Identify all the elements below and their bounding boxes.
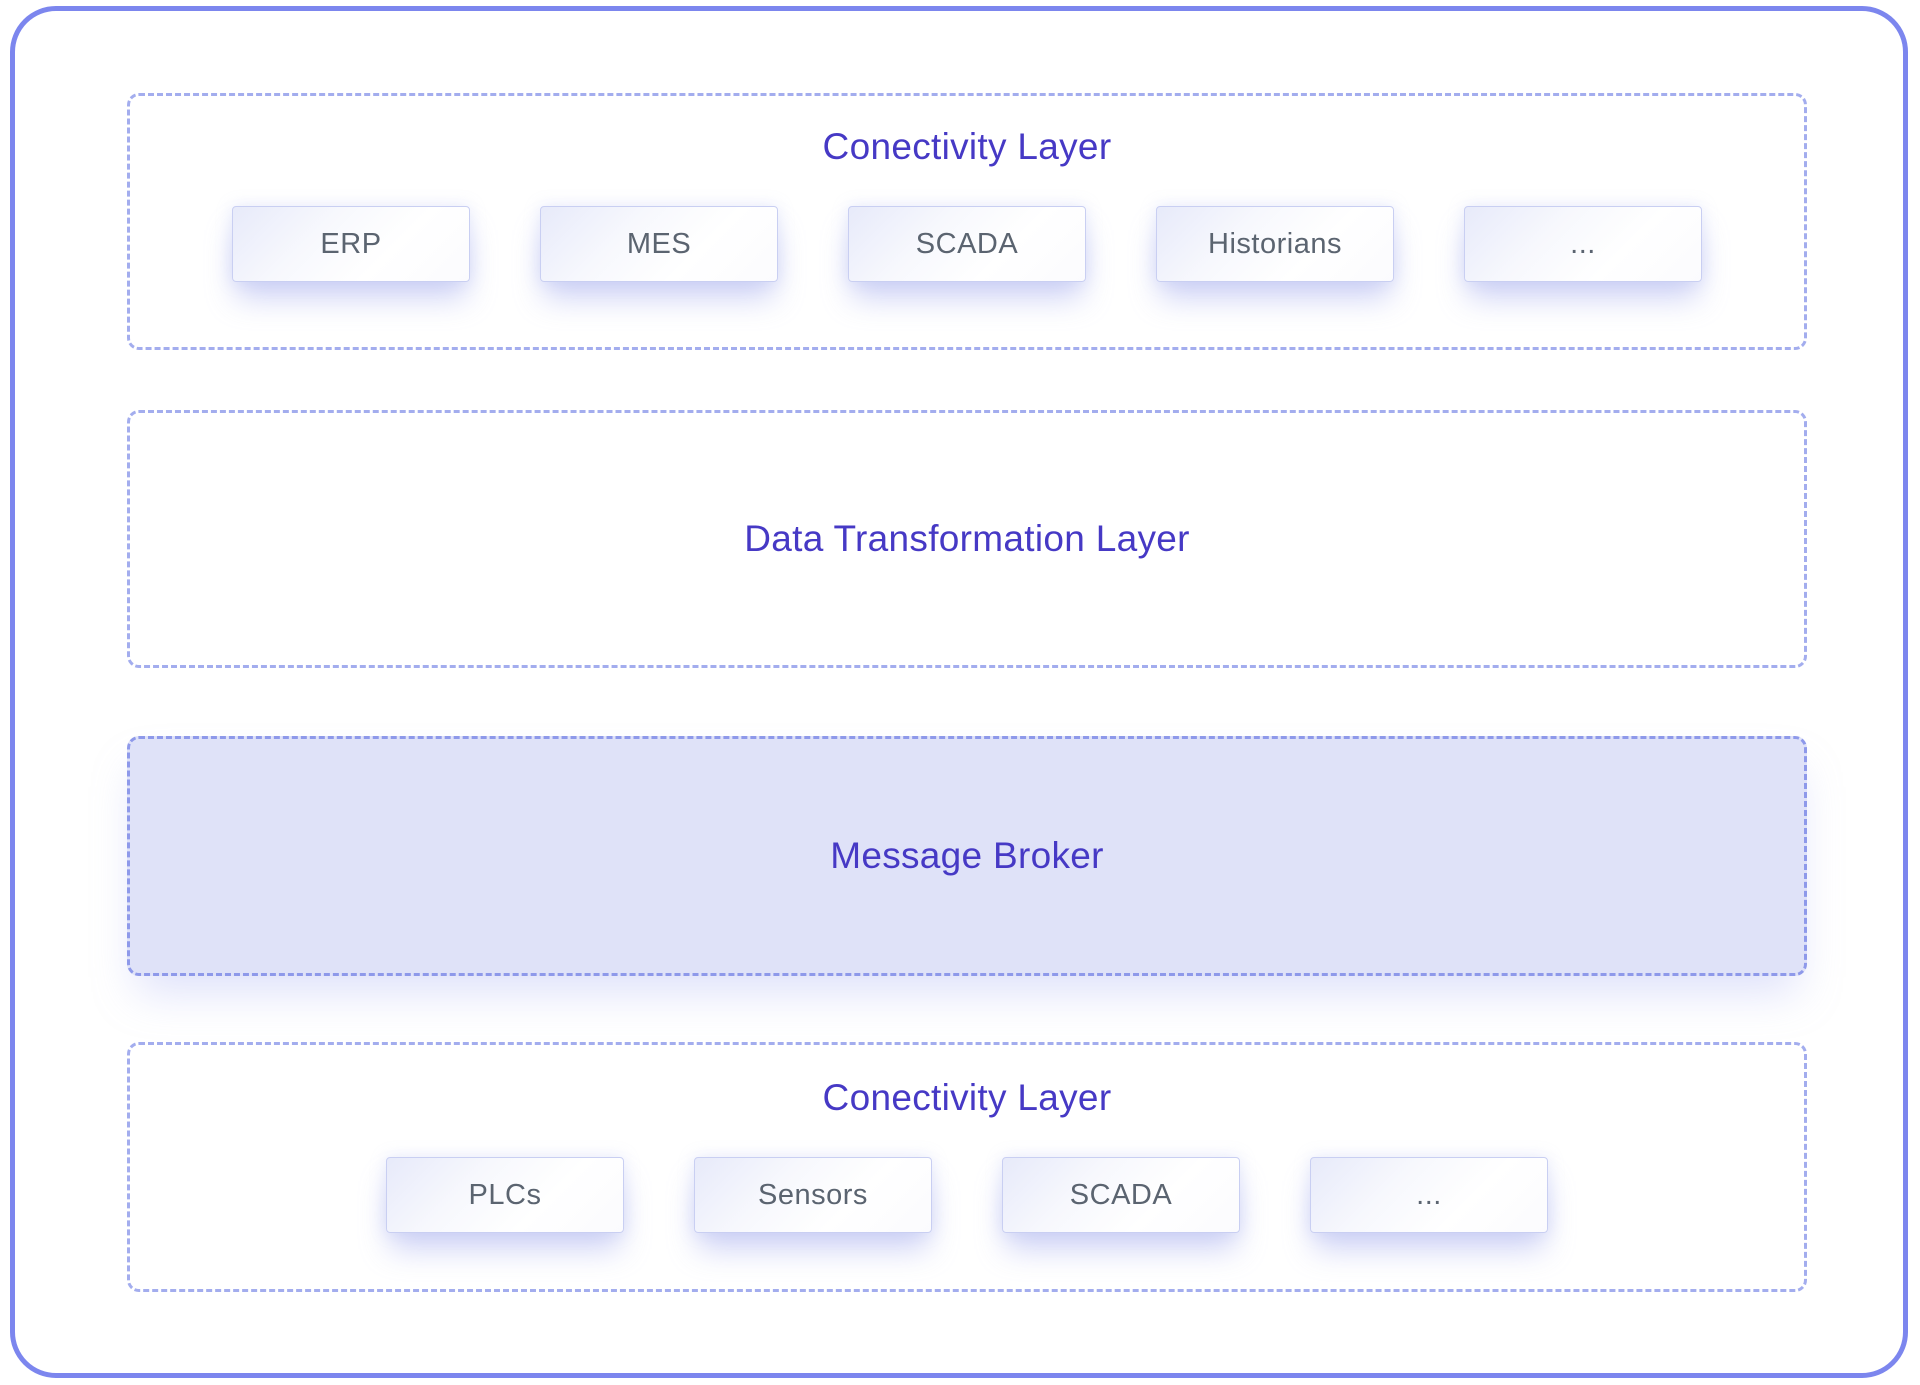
item-label: SCADA — [915, 227, 1019, 260]
layer-connectivity-bottom: Conectivity Layer PLCs Sensors SCADA ... — [127, 1042, 1807, 1292]
layer-title: Conectivity Layer — [822, 126, 1112, 167]
item-label: MES — [626, 227, 692, 260]
layer-connectivity-top: Conectivity Layer ERP MES SCADA Historia… — [127, 93, 1807, 350]
item-more-bottom: ... — [1310, 1157, 1548, 1233]
item-mes: MES — [540, 206, 778, 282]
item-label: ERP — [320, 227, 382, 260]
item-more-top: ... — [1464, 206, 1702, 282]
item-scada-bottom: SCADA — [1002, 1157, 1240, 1233]
item-label: ... — [1570, 227, 1596, 260]
layer-message-broker: Message Broker — [127, 736, 1807, 976]
item-plcs: PLCs — [386, 1157, 624, 1233]
item-row-top: ERP MES SCADA Historians ... — [130, 206, 1804, 282]
item-scada-top: SCADA — [848, 206, 1086, 282]
item-sensors: Sensors — [694, 1157, 932, 1233]
item-label: SCADA — [1069, 1178, 1173, 1211]
item-label: PLCs — [468, 1178, 542, 1211]
layer-title: Data Transformation Layer — [744, 518, 1190, 559]
item-erp: ERP — [232, 206, 470, 282]
layer-data-transformation: Data Transformation Layer — [127, 410, 1807, 668]
item-label: ... — [1416, 1178, 1442, 1211]
item-historians: Historians — [1156, 206, 1394, 282]
layer-title: Message Broker — [830, 835, 1104, 876]
item-row-bottom: PLCs Sensors SCADA ... — [130, 1157, 1804, 1233]
item-label: Historians — [1208, 227, 1342, 260]
item-label: Sensors — [758, 1178, 868, 1211]
layer-title: Conectivity Layer — [822, 1077, 1112, 1118]
